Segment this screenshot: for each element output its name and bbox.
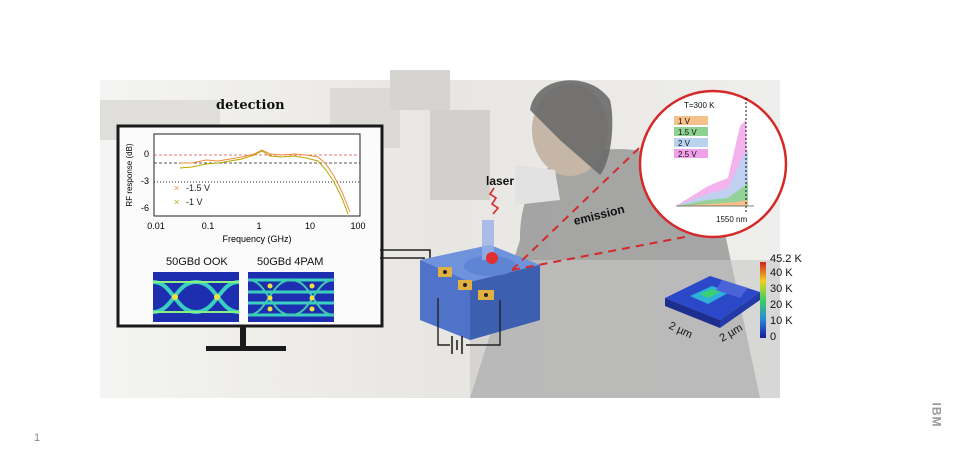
xtick-100: 100 bbox=[350, 221, 365, 231]
ytick-0: 0 bbox=[144, 149, 149, 159]
xtick-0p01: 0.01 bbox=[147, 221, 165, 231]
device-schematic bbox=[380, 187, 540, 354]
xtick-0p1: 0.1 bbox=[202, 221, 215, 231]
eye-diagram-4pam bbox=[248, 272, 334, 322]
xtick-10: 10 bbox=[305, 221, 315, 231]
emission-inset: 1 V 1.5 V 2 V 2.5 V T=300 K 1550 nm bbox=[638, 89, 788, 239]
cbar-tick-0: 0 bbox=[770, 331, 776, 343]
slide-number: 1 bbox=[34, 432, 41, 444]
wavelength-marker: 1550 nm bbox=[716, 215, 747, 224]
laser-label: laser bbox=[486, 174, 515, 188]
rf-series-1p5v bbox=[180, 149, 351, 213]
thermal-colorbar: 45.2 K 40 K 30 K 20 K 10 K 0 bbox=[760, 253, 802, 343]
emission-legend-2v: 2 V bbox=[678, 139, 691, 148]
svg-text:×: × bbox=[174, 183, 179, 193]
emission-legend-1p5v: 1.5 V bbox=[678, 128, 697, 137]
cbar-tick-40: 40 K bbox=[770, 267, 793, 279]
eye-diagram-ook bbox=[153, 272, 239, 322]
thermal-map: 2 µm 2 µm bbox=[665, 276, 760, 345]
eye-ook-label: 50GBd OOK bbox=[166, 256, 228, 268]
cbar-tick-20: 20 K bbox=[770, 299, 793, 311]
rf-ylabel: RF response (dB) bbox=[125, 143, 134, 206]
rf-xlabel: Frequency (GHz) bbox=[222, 234, 291, 244]
thermal-axis-x: 2 µm bbox=[667, 320, 694, 341]
rf-series-1v bbox=[179, 150, 349, 215]
ibm-logo: IBM bbox=[929, 402, 944, 428]
ytick-minus6: -6 bbox=[141, 203, 149, 213]
temperature-label: T=300 K bbox=[684, 101, 715, 110]
emission-legend-1v: 1 V bbox=[678, 117, 691, 126]
emission-legend-2p5v: 2.5 V bbox=[678, 150, 697, 159]
legend-1v: -1 V bbox=[186, 197, 203, 207]
legend-1p5v: -1.5 V bbox=[186, 183, 210, 193]
rf-response-plot: 0 -3 -6 × -1.5 V × -1 V 0.01 0.1 1 10 10… bbox=[125, 133, 366, 244]
cbar-tick-30: 30 K bbox=[770, 283, 793, 295]
xtick-1: 1 bbox=[256, 221, 261, 231]
cbar-tick-max: 45.2 K bbox=[770, 253, 802, 265]
detection-title: detection bbox=[216, 98, 285, 113]
svg-text:×: × bbox=[174, 197, 179, 207]
cbar-tick-10: 10 K bbox=[770, 315, 793, 327]
ytick-minus3: -3 bbox=[141, 176, 149, 186]
eye-4pam-label: 50GBd 4PAM bbox=[257, 256, 324, 268]
